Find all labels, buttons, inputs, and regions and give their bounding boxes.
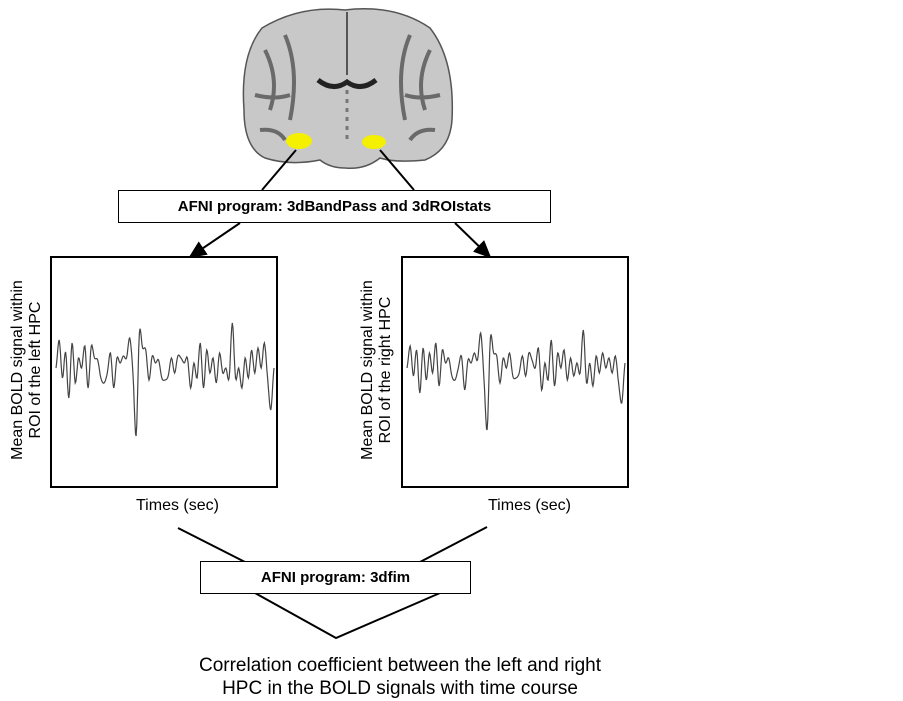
step2-box: AFNI program: 3dfim	[200, 561, 471, 594]
ylabel-line2: ROI of the left HPC	[27, 301, 44, 439]
left-plot-xlabel: Times (sec)	[136, 497, 219, 514]
connector-left-to-3dfim	[177, 527, 246, 563]
step2-label: AFNI program: 3dfim	[260, 569, 411, 586]
ylabel-line1: Mean BOLD signal within	[9, 280, 26, 460]
left-plot	[50, 256, 278, 488]
left-plot-ylabel: Mean BOLD signal within ROI of the left …	[9, 250, 45, 490]
left-signal-line	[55, 322, 275, 437]
step1-label: AFNI program: 3dBandPass and 3dROIstats	[177, 198, 492, 215]
right-signal-line	[406, 329, 626, 431]
left-plot-svg	[55, 322, 275, 437]
step1-box: AFNI program: 3dBandPass and 3dROIstats	[118, 190, 551, 223]
right-plot-ylabel: Mean BOLD signal within ROI of the right…	[359, 250, 395, 490]
ylabel-line1: Mean BOLD signal within	[359, 280, 376, 460]
connector-right-to-3dfim	[419, 526, 488, 563]
connector-to-result	[254, 592, 441, 640]
arrow-right-roi	[379, 149, 415, 191]
arrow-to-right-plot	[454, 222, 492, 259]
conclusion-line1: Correlation coefficient between the left…	[198, 655, 602, 676]
right-hpc-roi	[362, 135, 386, 149]
conclusion-line2: HPC in the BOLD signals with time course	[222, 678, 578, 699]
arrow-left-roi	[261, 149, 297, 191]
right-plot	[401, 256, 629, 488]
brain-image	[242, 8, 454, 170]
arrow-to-left-plot	[188, 222, 241, 259]
right-plot-xlabel: Times (sec)	[488, 497, 571, 514]
conclusion-text: Correlation coefficient between the left…	[0, 654, 800, 700]
right-plot-svg	[406, 329, 626, 431]
left-hpc-roi	[286, 133, 312, 149]
ylabel-line2: ROI of the right HPC	[377, 296, 394, 444]
